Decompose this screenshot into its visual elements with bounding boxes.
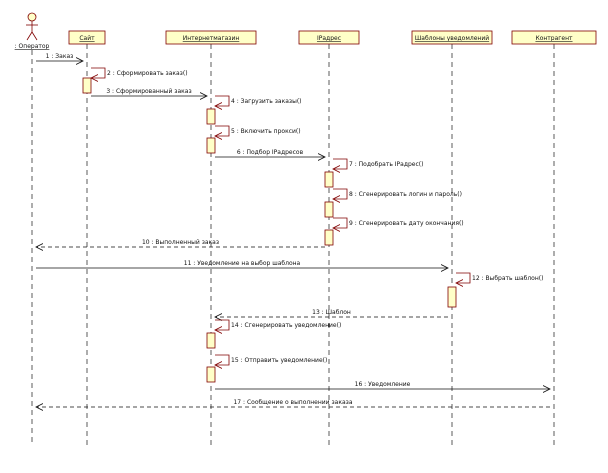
message-label: 16 : Уведомление xyxy=(355,381,411,388)
activation-bar xyxy=(324,171,334,188)
message-9[interactable]: 9 : Сгенерировать дату окончания() xyxy=(333,217,464,228)
object-label-contragent: Контрагент xyxy=(535,35,573,42)
message-10[interactable]: 10 : Выполненный заказ xyxy=(36,239,325,247)
activation-bar xyxy=(324,201,334,218)
message-14[interactable]: 14 : Сгенерировать уведомление() xyxy=(215,319,341,330)
self-message-arrow xyxy=(91,67,106,78)
message-16[interactable]: 16 : Уведомление xyxy=(215,381,550,389)
activation-bar xyxy=(206,137,216,154)
message-6[interactable]: 6 : Подбор IPадресов xyxy=(215,149,325,157)
actor-figure-icon xyxy=(26,12,38,41)
message-2[interactable]: 2 : Сформировать заказ() xyxy=(91,67,188,78)
message-label: 15 : Отправить уведомление() xyxy=(231,357,327,364)
self-message-arrow xyxy=(215,95,230,106)
object-label-shop: Интернетмагазин xyxy=(183,35,240,42)
object-box-ip[interactable] xyxy=(298,30,360,45)
self-message-arrow xyxy=(215,354,230,365)
activation-bar xyxy=(206,108,216,125)
message-13[interactable]: 13 : Шаблон xyxy=(215,309,448,317)
message-8[interactable]: 8 : Сгенерировать логин и пароль() xyxy=(333,188,462,199)
self-message-arrow xyxy=(215,319,230,330)
message-label: 4 : Загрузить заказы() xyxy=(231,98,302,105)
message-17[interactable]: 17 : Сообщение о выполнении заказа xyxy=(36,399,550,407)
message-15[interactable]: 15 : Отправить уведомление() xyxy=(215,354,327,365)
message-label: 5 : Включить прокси() xyxy=(231,128,301,135)
activation-bar xyxy=(82,77,92,94)
object-box-templates[interactable] xyxy=(411,30,493,45)
message-label: 8 : Сгенерировать логин и пароль() xyxy=(349,191,462,198)
self-message-arrow xyxy=(215,125,230,136)
message-label: 11 : Уведомление на выбор шаблона xyxy=(184,260,301,267)
message-11[interactable]: 11 : Уведомление на выбор шаблона xyxy=(36,260,448,268)
message-label: 12 : Выбрать шаблон() xyxy=(472,275,543,282)
message-label: 2 : Сформировать заказ() xyxy=(107,70,188,77)
message-7[interactable]: 7 : Подобрать IPадрес() xyxy=(333,158,423,169)
message-5[interactable]: 5 : Включить прокси() xyxy=(215,125,301,136)
activation-bar xyxy=(206,366,216,383)
object-label-templates: Шаблоны уведомлений xyxy=(415,35,489,42)
activation-bar xyxy=(206,332,216,349)
message-label: 13 : Шаблон xyxy=(312,309,351,316)
message-label: 17 : Сообщение о выполнении заказа xyxy=(233,399,352,406)
message-1[interactable]: 1 : Заказ xyxy=(36,53,83,61)
self-message-arrow xyxy=(456,272,471,283)
actor-label: : Оператор xyxy=(15,43,50,50)
message-label: 14 : Сгенерировать уведомление() xyxy=(231,322,341,329)
object-box-site[interactable] xyxy=(68,30,106,45)
self-message-arrow xyxy=(333,188,348,199)
object-label-site: Сайт xyxy=(79,35,95,42)
object-box-shop[interactable] xyxy=(165,30,257,45)
message-label: 7 : Подобрать IPадрес() xyxy=(349,161,423,168)
message-4[interactable]: 4 : Загрузить заказы() xyxy=(215,95,302,106)
message-label: 6 : Подбор IPадресов xyxy=(237,149,304,156)
message-label: 1 : Заказ xyxy=(46,53,74,60)
message-label: 9 : Сгенерировать дату окончания() xyxy=(349,220,464,227)
message-3[interactable]: 3 : Сформированный заказ xyxy=(91,88,207,96)
message-12[interactable]: 12 : Выбрать шаблон() xyxy=(456,272,543,283)
object-box-contragent[interactable] xyxy=(511,30,597,45)
message-label: 10 : Выполненный заказ xyxy=(142,239,219,246)
activation-bar xyxy=(324,229,334,246)
activation-bar xyxy=(447,286,457,308)
object-label-ip: IPадрес xyxy=(317,35,341,42)
self-message-arrow xyxy=(333,217,348,228)
self-message-arrow xyxy=(333,158,348,169)
message-label: 3 : Сформированный заказ xyxy=(106,88,191,95)
